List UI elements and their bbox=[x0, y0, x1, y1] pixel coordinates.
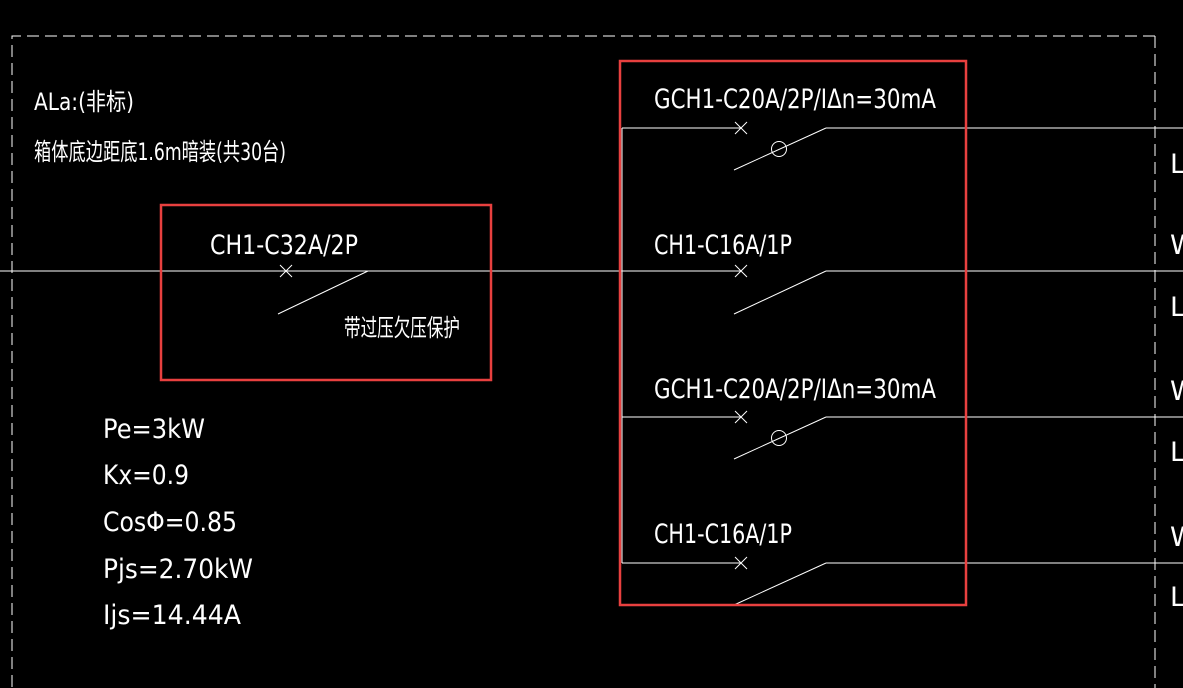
panel-install-note: 箱体底边距底1.6m暗装(共30台) bbox=[34, 138, 286, 166]
branch-label-bottom: L bbox=[1170, 149, 1183, 180]
main-breaker-symbol bbox=[277, 264, 369, 315]
branch-breaker-model: GCH1-C20A/2P/IΔn=30mA bbox=[654, 84, 936, 115]
branch-breakers-highlight bbox=[618, 59, 968, 607]
main-breaker-model: CH1-C32A/2P bbox=[210, 230, 358, 261]
load-cos: CosΦ=0.85 bbox=[103, 507, 237, 538]
load-ijs: Ijs=14.44A bbox=[103, 600, 241, 631]
panel-name: ALa:(非标) bbox=[34, 88, 134, 116]
load-pjs: Pjs=2.70kW bbox=[103, 554, 253, 585]
branch-label-top: W bbox=[1170, 522, 1183, 553]
enclosure-border bbox=[11, 35, 1156, 688]
main-breaker-note: 带过压欠压保护 bbox=[344, 314, 460, 342]
branch-circuit: CH1-C16A/1P W L bbox=[622, 230, 1183, 323]
branch-circuit: GCH1-C20A/2P/IΔn=30mA W L bbox=[622, 374, 1183, 468]
branch-circuit: CH1-C16A/1P W L bbox=[622, 519, 1183, 613]
branch-label-top: W bbox=[1170, 376, 1183, 407]
load-kx: Kx=0.9 bbox=[103, 460, 189, 491]
branch-breaker-model: CH1-C16A/1P bbox=[654, 519, 792, 550]
branch-breaker-model: CH1-C16A/1P bbox=[654, 230, 792, 261]
branch-label-top: W bbox=[1170, 230, 1183, 261]
rcd-symbol bbox=[771, 141, 787, 157]
branch-label-bottom: L bbox=[1170, 582, 1183, 613]
load-pe: Pe=3kW bbox=[103, 414, 205, 445]
rcd-symbol bbox=[771, 430, 787, 446]
branch-label-bottom: L bbox=[1170, 437, 1183, 468]
branch-circuit: GCH1-C20A/2P/IΔn=30mA L bbox=[622, 84, 1183, 180]
branch-breaker-model: GCH1-C20A/2P/IΔn=30mA bbox=[654, 374, 936, 405]
main-breaker-highlight bbox=[159, 203, 493, 382]
branch-label-bottom: L bbox=[1170, 292, 1183, 323]
